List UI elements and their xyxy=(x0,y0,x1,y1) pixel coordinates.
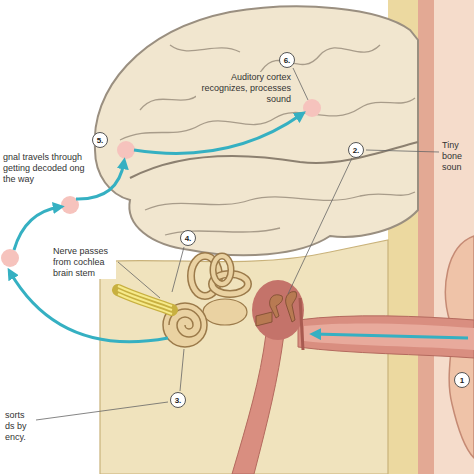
signal-dot xyxy=(1,249,19,267)
leader-line xyxy=(288,158,352,294)
callout-circle: 6. xyxy=(279,52,295,68)
middle-ear xyxy=(252,280,304,340)
brain xyxy=(95,6,418,255)
brain-gyrus xyxy=(140,45,380,110)
signal-arrow xyxy=(134,114,302,153)
callout-text: Tiny bone soun xyxy=(441,140,473,173)
signal-dot xyxy=(117,141,135,159)
callout-circle: 2. xyxy=(348,142,364,158)
stapes xyxy=(256,312,272,326)
signal-dot xyxy=(303,99,321,117)
leader-line xyxy=(172,247,184,292)
callout-number: 3. xyxy=(175,396,182,405)
callout-circle: 4. xyxy=(180,230,196,246)
temporal-bone xyxy=(100,240,388,474)
eardrum xyxy=(300,298,303,350)
lateral-fissure xyxy=(130,142,418,178)
nerve-fiber xyxy=(118,286,172,306)
callout-circle: 1 xyxy=(454,372,470,388)
nerve-fiber xyxy=(118,290,172,310)
vestibule xyxy=(203,299,247,325)
scalp-tissue xyxy=(418,0,434,474)
callout-circle: 3. xyxy=(170,392,186,408)
callout-number: 5. xyxy=(97,136,104,145)
callout-number: 6. xyxy=(284,56,291,65)
sound-arrow xyxy=(314,334,468,338)
brain-gyrus xyxy=(170,45,240,52)
callout-circle: 5. xyxy=(92,132,108,148)
callout-number: 1 xyxy=(460,376,464,385)
malleus xyxy=(286,292,297,322)
semicircular-canal xyxy=(213,256,231,284)
semicircular-canal xyxy=(213,256,231,284)
callout-number: 4. xyxy=(185,234,192,243)
signal-arrow xyxy=(10,272,168,342)
brain-gyrus xyxy=(145,192,415,210)
callout-number: 2. xyxy=(353,146,360,155)
nerve-fiber xyxy=(118,294,172,314)
leader-line xyxy=(366,150,439,152)
callout-text: Auditory cortex recognizes, processes so… xyxy=(196,72,292,105)
leader-line xyxy=(293,68,308,100)
callout-text: gnal travels through getting decoded ong… xyxy=(2,152,88,185)
callout-text: sorts ds by ency. xyxy=(4,410,34,443)
skin xyxy=(434,0,474,474)
leader-line xyxy=(36,402,168,420)
leader-line xyxy=(180,349,184,391)
signal-arrow xyxy=(14,207,60,250)
auditory-nerve xyxy=(118,290,172,310)
eustachian-tube xyxy=(232,334,284,474)
leader-line xyxy=(118,262,160,298)
ear-canal-inner xyxy=(304,323,474,350)
ear-canal xyxy=(298,316,474,358)
callout-text: Nerve passes from cochlea brain stem xyxy=(52,246,116,279)
